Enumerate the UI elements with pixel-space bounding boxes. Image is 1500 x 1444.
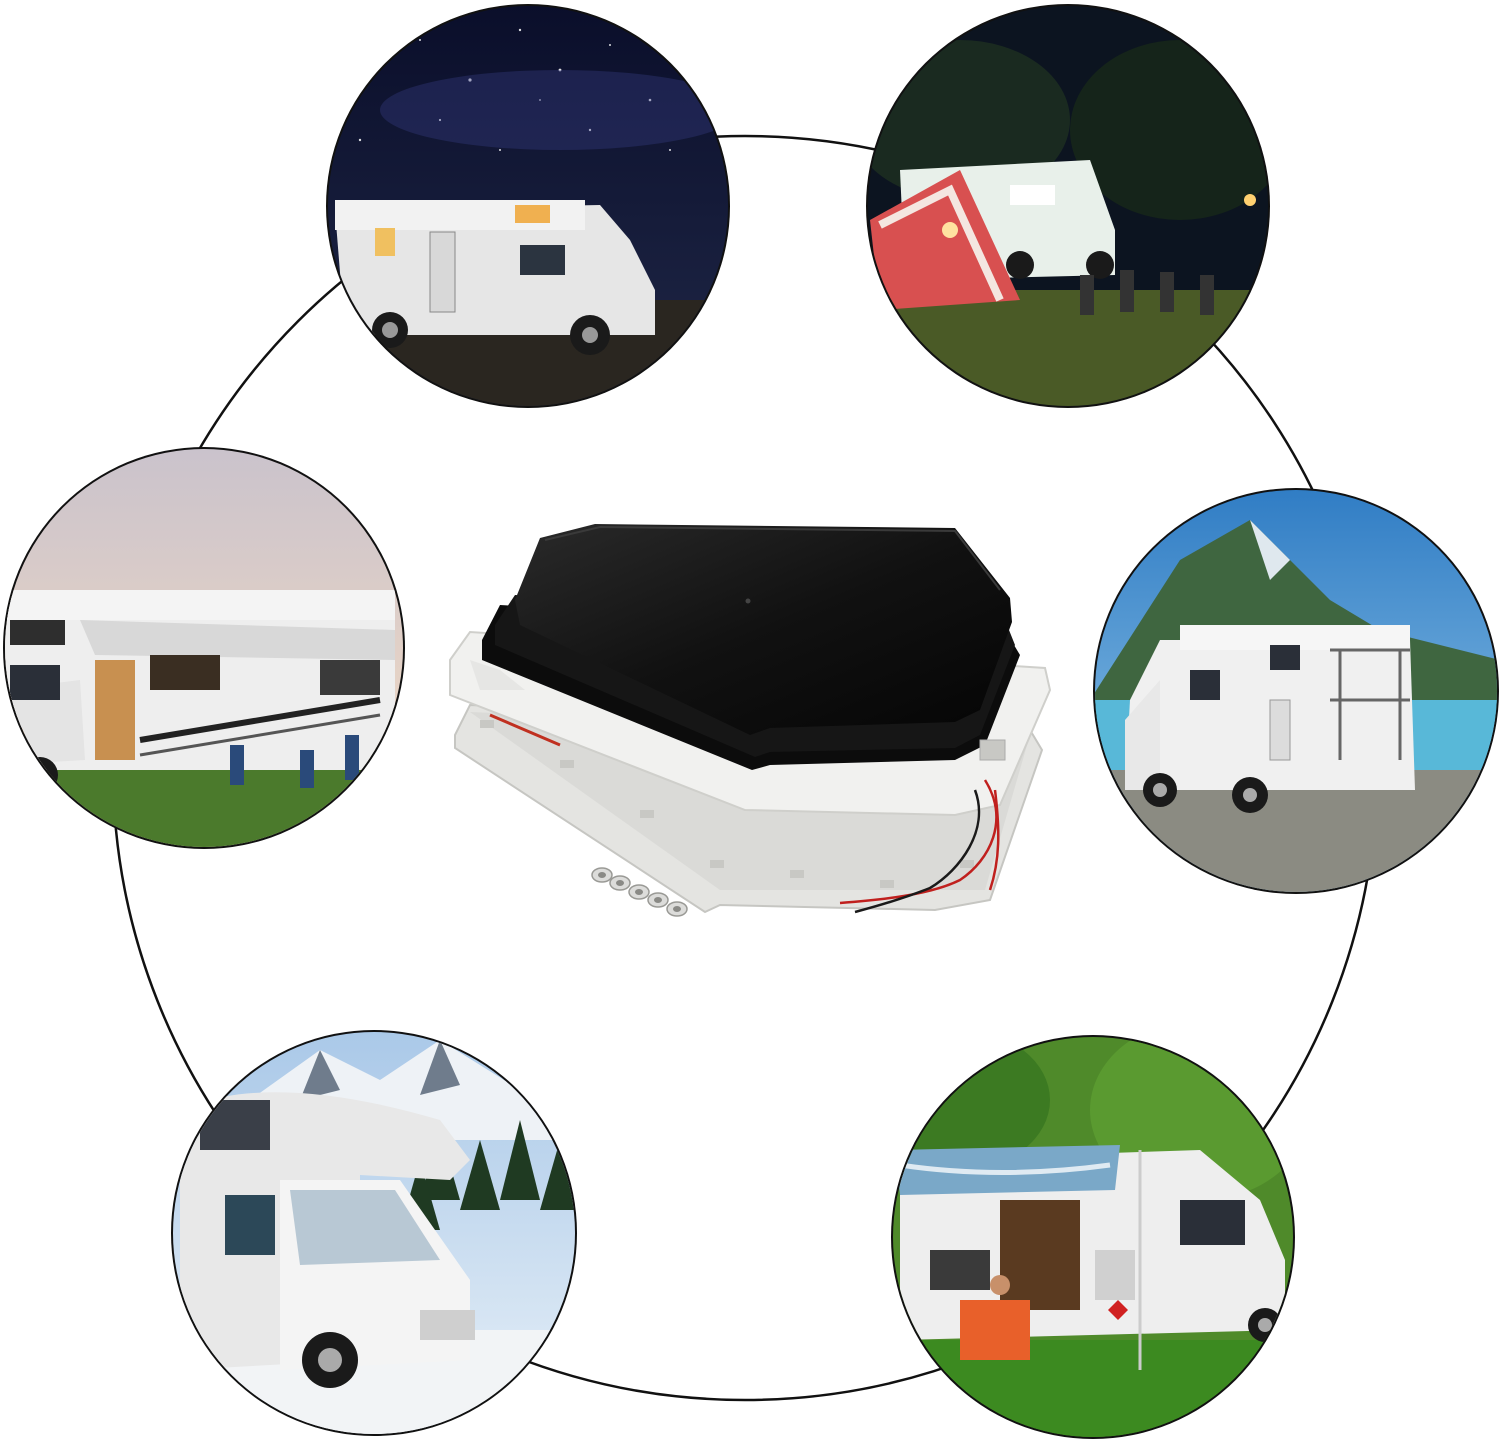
photo-night-starry-sky (326, 4, 730, 408)
screw-caps (591, 867, 688, 917)
vent-wires (839, 779, 1000, 914)
photo-forest-camping (891, 1035, 1295, 1439)
photo-snowy-mountains (171, 1030, 577, 1436)
photo-sunset-awning: pollo (3, 447, 405, 849)
rv-roof-vent-product (449, 524, 1052, 917)
vent-lid-top (515, 524, 1012, 735)
photo-mountain-lake (1093, 488, 1499, 894)
